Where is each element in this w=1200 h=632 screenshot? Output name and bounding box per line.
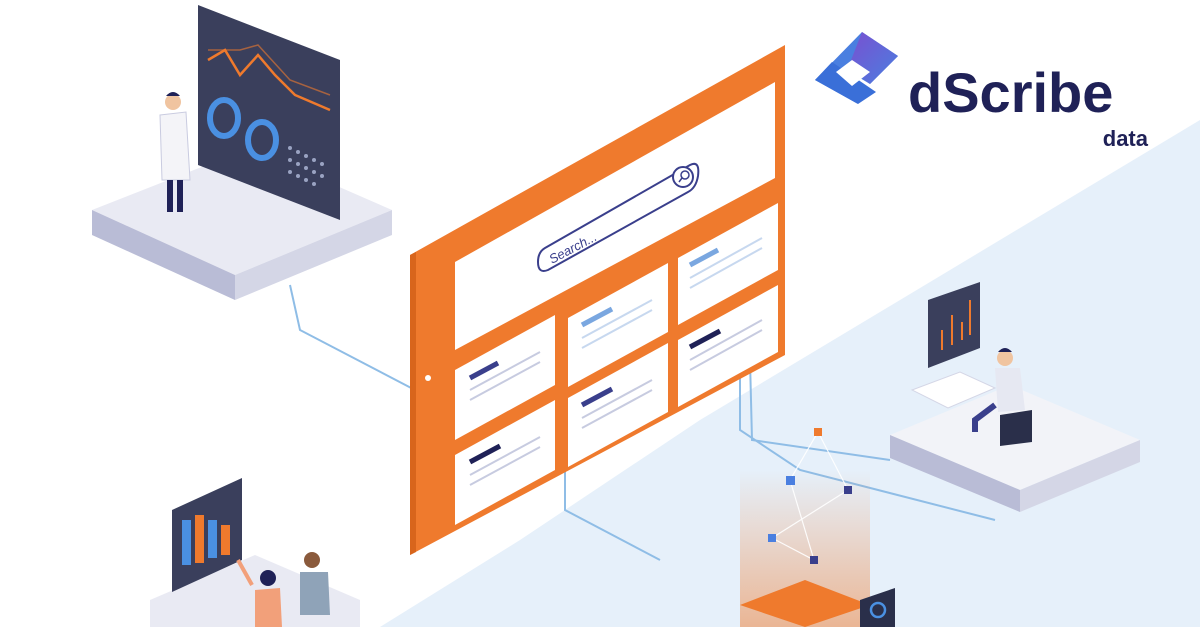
network-node (814, 428, 822, 436)
result-cards (455, 203, 778, 525)
network-node (786, 476, 795, 485)
search-icon[interactable] (672, 166, 694, 188)
connection-lines (289, 284, 996, 561)
platform-team (150, 478, 360, 627)
network-node (844, 486, 852, 494)
result-card[interactable] (455, 400, 555, 525)
result-card[interactable] (678, 203, 778, 325)
platform-developer (890, 282, 1140, 512)
person-scientist (159, 92, 191, 212)
dscribe-logo-icon (815, 32, 898, 104)
dashboard-monitor (198, 5, 340, 220)
data-lineage-column (740, 428, 895, 627)
result-card[interactable] (568, 263, 668, 387)
result-card[interactable] (678, 285, 778, 407)
brand-name: dScribe (908, 61, 1113, 124)
dscribe-logo: dScribe data (815, 32, 1149, 151)
network-node (810, 556, 818, 564)
result-card[interactable] (568, 343, 668, 467)
network-node (768, 534, 776, 542)
result-card[interactable] (455, 315, 555, 440)
brand-tagline: data (1103, 126, 1149, 151)
